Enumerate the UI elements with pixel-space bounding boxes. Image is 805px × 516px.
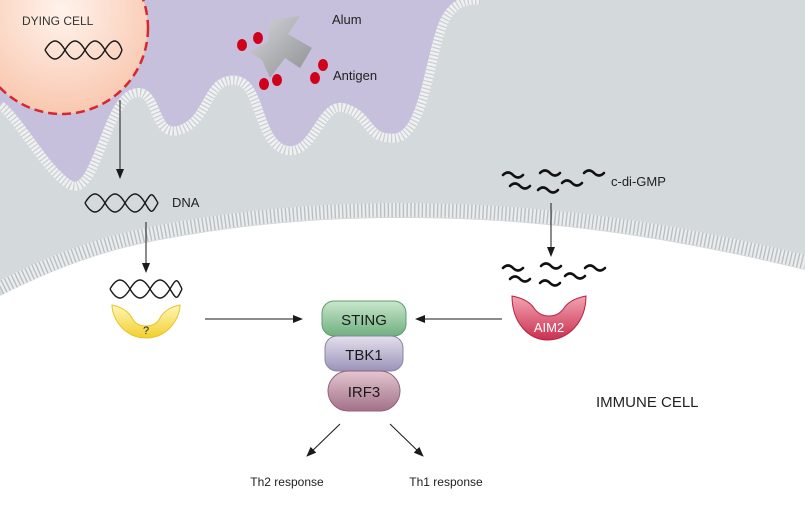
unknown-sensor-label: ? (143, 325, 149, 337)
th2-response-label: Th2 response (250, 475, 324, 489)
alum-label: Alum (332, 12, 362, 27)
dna-helix-icon (84, 193, 159, 213)
c-di-gmp-squiggle-icon (501, 169, 606, 194)
c-di-gmp-label: c-di-GMP (611, 174, 666, 189)
cytoplasm-band-edge-ticks (0, 0, 481, 191)
antigen-label: Antigen (333, 68, 377, 83)
arrow-icon (306, 423, 341, 457)
th1-response-label: Th1 response (409, 475, 483, 489)
tbk1-protein: TBK1 (324, 335, 404, 372)
dna-label: DNA (172, 195, 200, 210)
antigen-dot-icon (318, 59, 328, 71)
irf3-label: IRF3 (348, 384, 381, 401)
antigen-dot-icon (237, 39, 247, 51)
dying-cell-label: DYING CELL (22, 14, 94, 28)
sting-label: STING (341, 312, 387, 329)
aim2-label: AIM2 (534, 320, 564, 335)
antigen-dot-icon (259, 78, 269, 90)
arrow-icon (389, 423, 424, 457)
immune-cell-label: IMMUNE CELL (596, 394, 699, 411)
tbk1-label: TBK1 (345, 347, 383, 364)
aim2-protein: AIM2 (511, 295, 587, 341)
antigen-dot-icon (253, 32, 263, 44)
unknown-dna-sensor: ? (111, 304, 181, 339)
dna-helix-icon (44, 40, 123, 60)
sting-protein: STING (321, 300, 407, 337)
c-di-gmp-squiggle-icon (501, 262, 607, 287)
antigen-dot-icon (310, 72, 320, 84)
dna-helix-icon (109, 279, 183, 299)
irf3-protein: IRF3 (327, 370, 401, 412)
immune-cell-interior (0, 218, 805, 516)
dying-cell: DYING CELL (0, 0, 150, 116)
antigen-dot-icon (272, 74, 282, 86)
alum-crystal-icon (250, 16, 312, 78)
immune-cell-membrane-lipids (0, 202, 805, 295)
